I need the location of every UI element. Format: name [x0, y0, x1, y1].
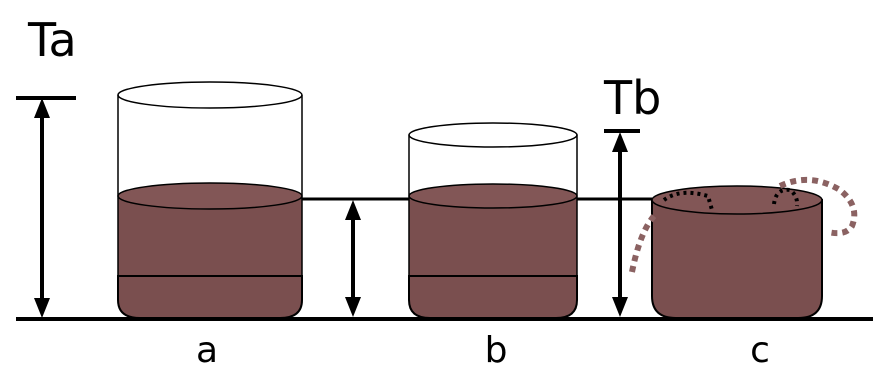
label-cup-b: b — [485, 330, 508, 366]
dotted-outline — [629, 176, 858, 273]
level-measurement-arrow — [345, 200, 361, 317]
dotted-droplets — [662, 187, 800, 211]
label-cup-c: c — [750, 330, 770, 366]
cup-a — [117, 81, 303, 319]
label-ta: Ta — [27, 13, 77, 67]
label-tb: Tb — [603, 71, 661, 125]
tb-measurement-arrow — [604, 129, 640, 317]
cup-b — [408, 122, 578, 319]
ta-measurement-arrow — [16, 96, 76, 318]
label-cup-a: a — [196, 330, 218, 366]
